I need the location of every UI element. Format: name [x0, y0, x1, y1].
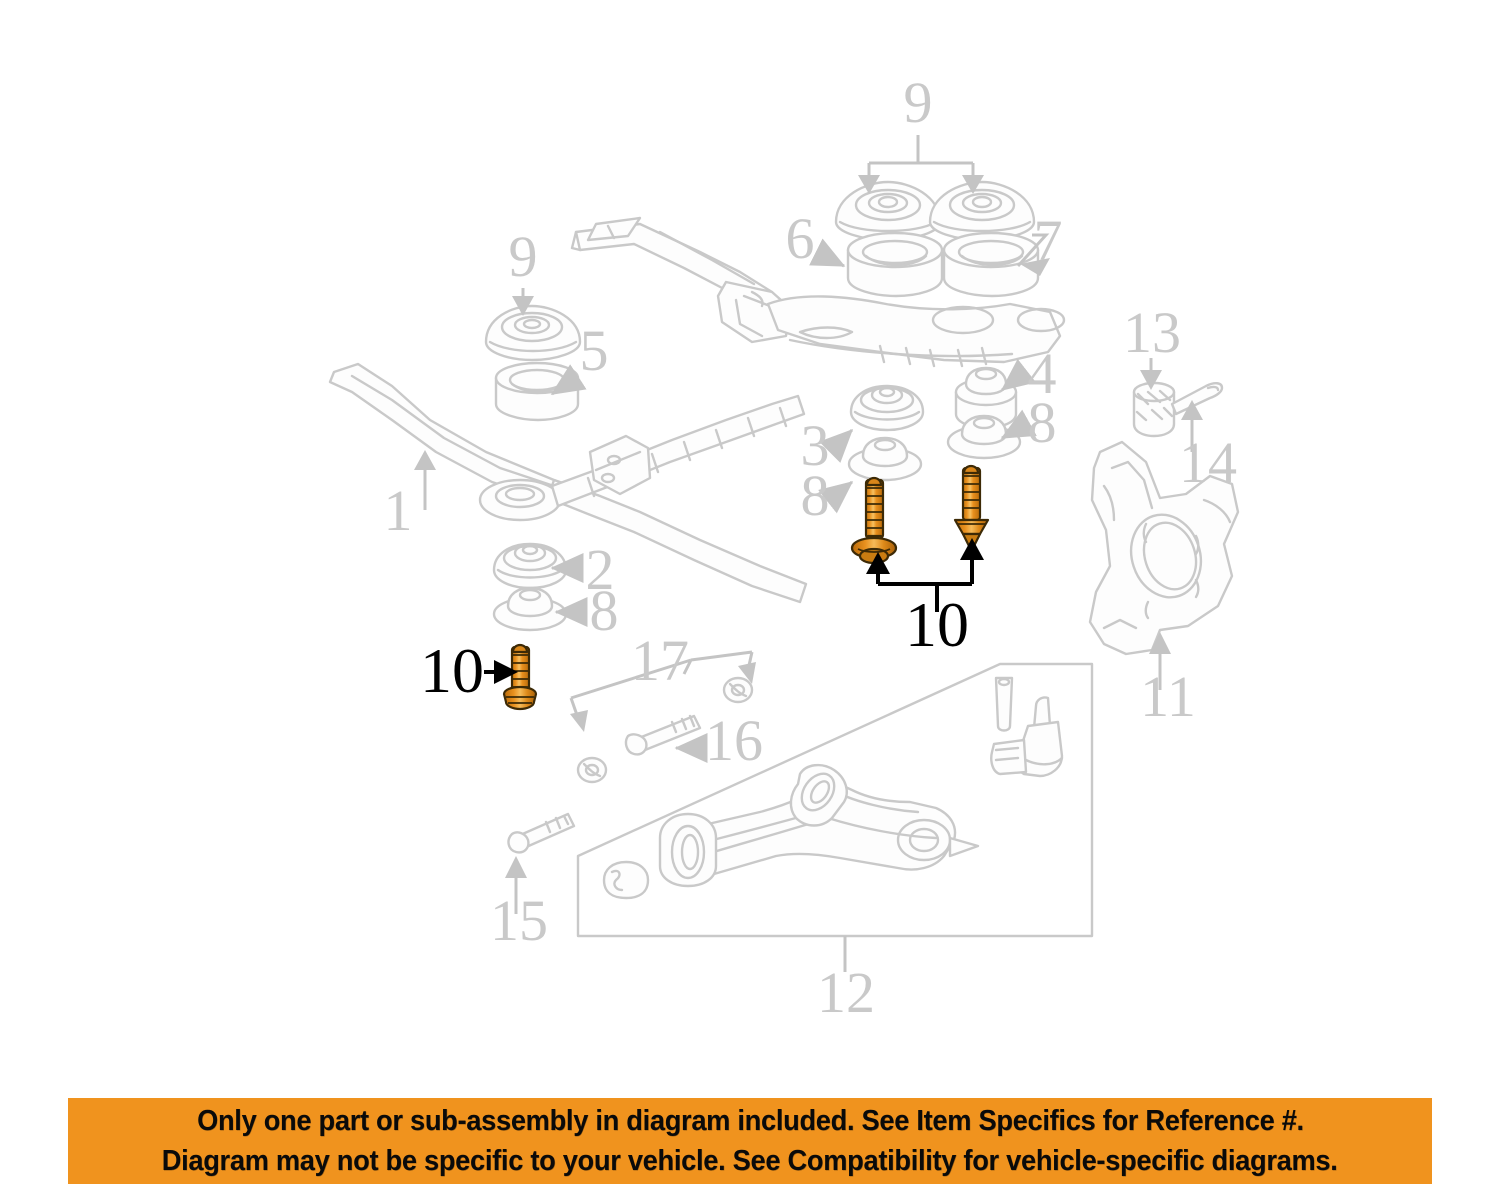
part-steering-knuckle [1088, 440, 1240, 656]
callout-label-15: 15 [490, 888, 548, 953]
leader-6 [809, 238, 846, 268]
callout-label-14: 14 [1179, 430, 1237, 495]
highlighted-bolt-single [502, 643, 538, 711]
part-control-arm-bolt-16 [624, 714, 702, 756]
callout-label-5: 5 [580, 318, 609, 383]
leader-8b [1000, 409, 1037, 440]
leader-13 [1140, 358, 1162, 390]
leader-3 [819, 428, 854, 463]
leader-10b [484, 660, 518, 684]
part-ball-joint [990, 696, 1064, 778]
callout-label-3: 3 [801, 413, 830, 478]
part-control-arm-washer-top [722, 676, 754, 704]
part-body-mount-bushing-upper-single [484, 304, 582, 362]
part-body-mount-bushing-upper-right [928, 180, 1036, 242]
leader-15 [505, 856, 527, 914]
leader-4 [1000, 358, 1037, 392]
leader-1 [414, 450, 436, 510]
highlighted-bolt-right [953, 464, 990, 548]
part-ball-joint-stud [994, 676, 1014, 732]
part-washer-8c [492, 586, 568, 632]
callout-label-4: 4 [1028, 341, 1057, 406]
callout-label-7: 7 [1034, 208, 1063, 273]
highlighted-bolt-left [850, 476, 898, 565]
callout-label-8a: 8 [801, 463, 830, 528]
part-control-arm-assembly-outline [576, 662, 1094, 938]
part-control-arm-washer-bottom [576, 756, 608, 784]
part-crossmember-spacer [494, 361, 580, 422]
callout-label-2: 2 [586, 537, 615, 602]
callout-label-12: 12 [817, 960, 875, 1025]
callout-label-11: 11 [1140, 664, 1196, 729]
callout-label-8b: 8 [1028, 390, 1057, 455]
part-body-mount-ring-right [942, 231, 1040, 298]
leader-14 [1181, 400, 1203, 452]
leader-9b [512, 288, 534, 316]
callout-label-17: 17 [631, 628, 689, 693]
callout-label-8c: 8 [590, 578, 619, 643]
part-lower-control-arm [658, 763, 980, 888]
leader-17 [569, 650, 756, 732]
callout-label-16: 16 [705, 708, 763, 773]
part-control-arm-bolt-15 [507, 812, 576, 854]
part-crossmember [328, 216, 1066, 604]
parts-diagram: 1 2 3 4 5 6 7 8 8 8 9 9 10 10 11 12 13 1… [328, 70, 1240, 1025]
part-washer-8a [847, 436, 923, 482]
disclaimer-banner: Only one part or sub-assembly in diagram… [68, 1098, 1432, 1184]
callout-labels: 1 2 3 4 5 6 7 8 8 8 9 9 10 10 11 12 13 1… [384, 70, 1238, 1025]
part-crossmember-bushing-2 [492, 542, 568, 590]
callout-label-1: 1 [384, 478, 413, 543]
leader-9a [858, 135, 984, 194]
callout-label-9b: 9 [509, 224, 538, 289]
disclaimer-line-1: Only one part or sub-assembly in diagram… [196, 1105, 1304, 1137]
callout-label-10a: 10 [905, 589, 969, 660]
part-body-mount-ring-left [846, 231, 944, 298]
callout-label-13: 13 [1123, 300, 1181, 365]
part-small-bushing [602, 860, 650, 900]
callout-label-10b: 10 [420, 635, 484, 706]
leader-7 [1016, 233, 1050, 276]
part-body-mount-bushing-upper-left [834, 180, 942, 242]
part-cotter-pin [1170, 382, 1224, 416]
part-crossmember-bushing-3 [849, 384, 925, 432]
part-castle-nut [1132, 381, 1176, 438]
callout-label-6: 6 [786, 206, 815, 271]
leader-10a [866, 538, 984, 612]
leader-8a [818, 480, 854, 514]
disclaimer-line-2: Diagram may not be specific to your vehi… [162, 1145, 1338, 1177]
leader-11 [1149, 632, 1171, 690]
leader-5 [550, 364, 587, 396]
callout-label-9a: 9 [904, 70, 933, 135]
